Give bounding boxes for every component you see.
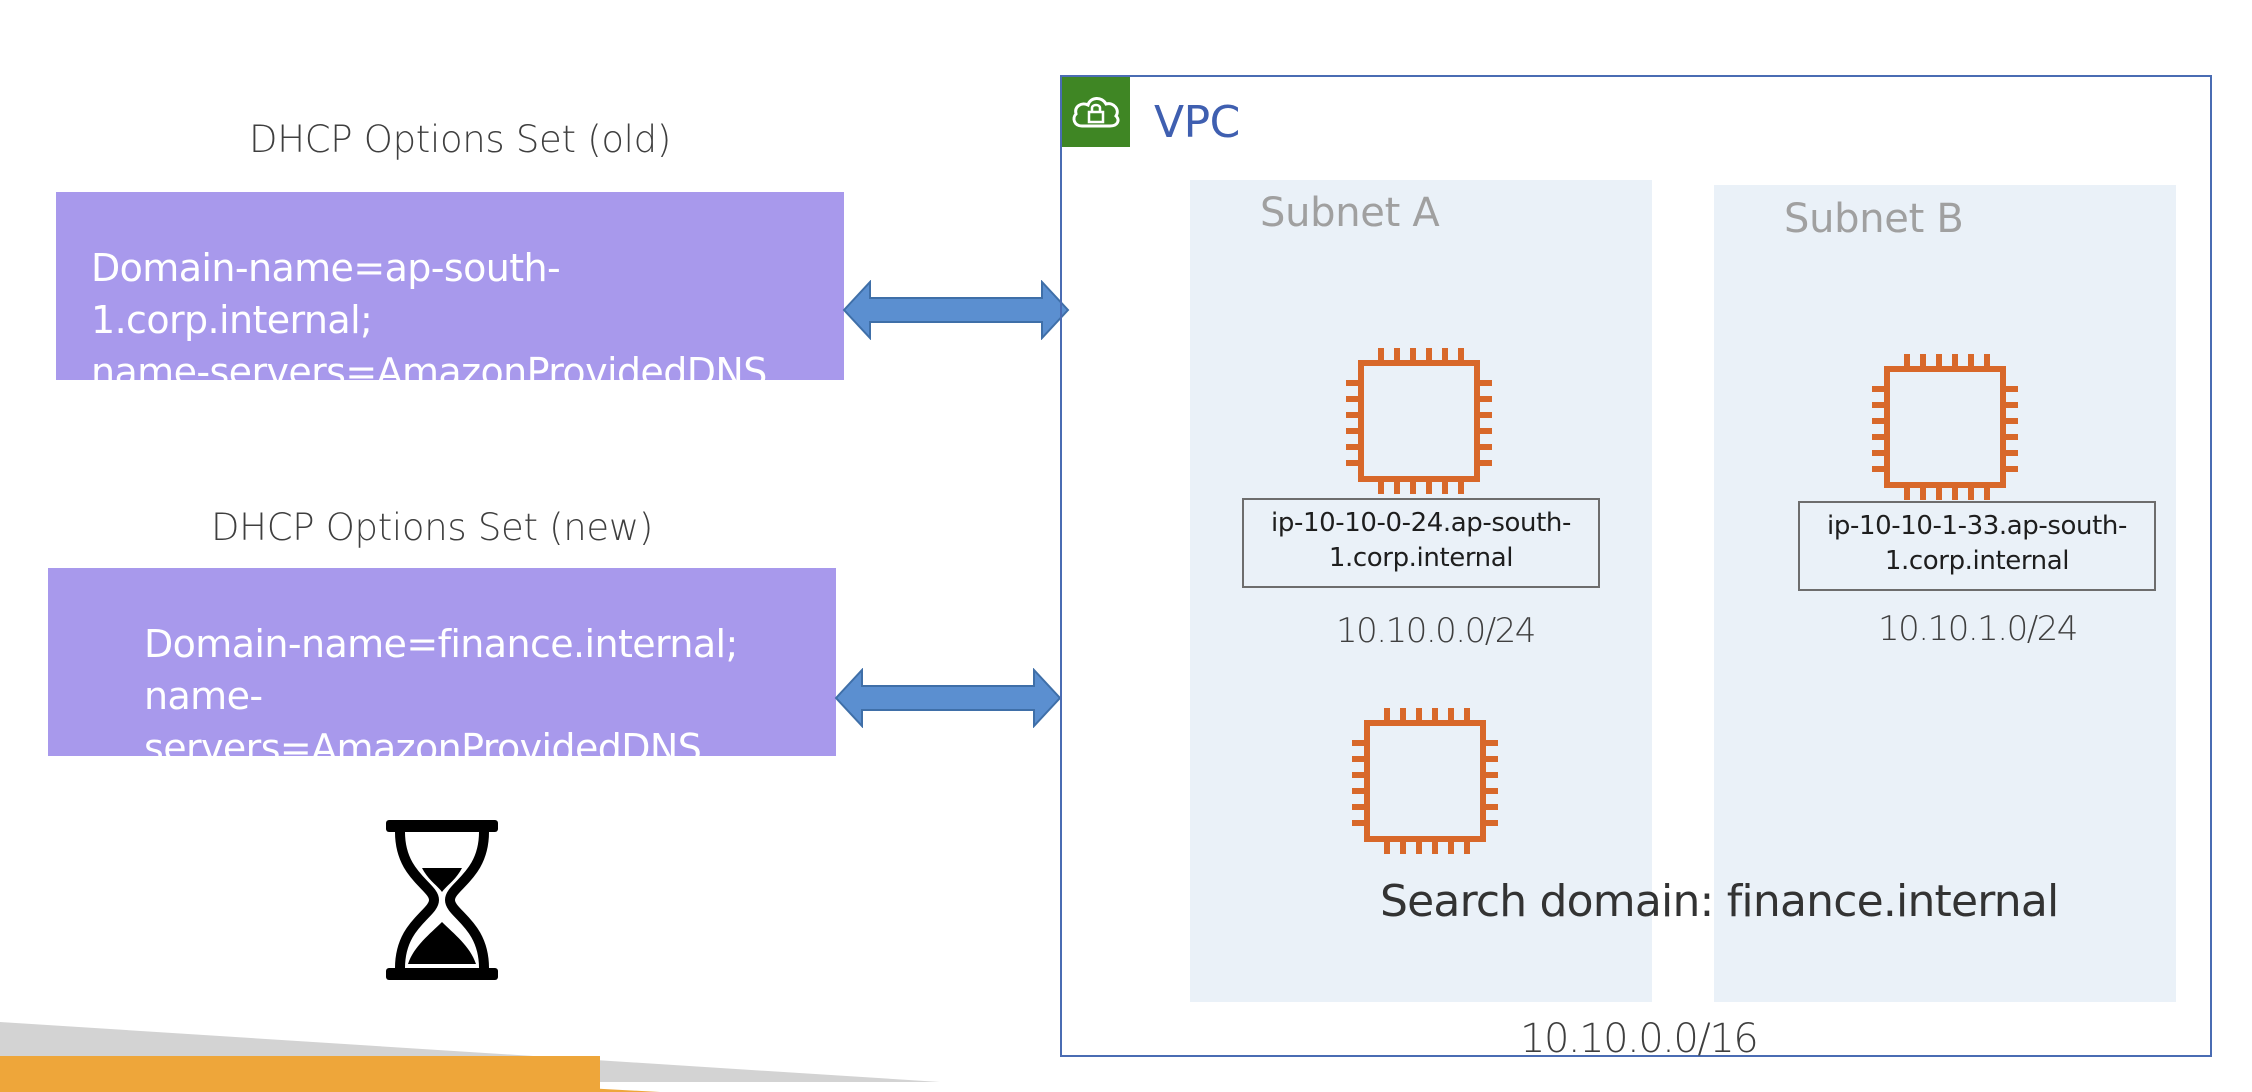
old-options-line: 1.corp.internal; xyxy=(91,298,373,342)
hourglass-icon xyxy=(386,820,498,980)
subnet-b-title: Subnet B xyxy=(1784,196,1964,242)
hostname-line: ip-10-10-0-24.ap-south- xyxy=(1271,508,1571,538)
old-options-heading: DHCP Options Set (old) xyxy=(249,118,671,161)
new-options-box: Domain-name=finance.internal; name- serv… xyxy=(48,568,836,756)
footer-stripes xyxy=(0,1022,940,1092)
subnet-b xyxy=(1714,185,2176,1002)
vpc-cidr: 10.10.0.0/16 xyxy=(1520,1016,1759,1062)
vpc-frame xyxy=(1060,75,2212,1057)
old-options-line: name-servers=AmazonProvidedDNS xyxy=(91,350,767,380)
ec2-instance-icon xyxy=(1352,708,1498,854)
vpc-title: VPC xyxy=(1154,97,1240,148)
old-options-line: Domain-name=ap-south- xyxy=(91,246,561,290)
subnet-a-hostname: ip-10-10-0-24.ap-south- 1.corp.internal xyxy=(1242,498,1600,588)
subnet-b-hostname: ip-10-10-1-33.ap-south- 1.corp.internal xyxy=(1798,501,2156,591)
new-options-heading: DHCP Options Set (new) xyxy=(210,506,653,549)
subnet-a-title: Subnet A xyxy=(1260,190,1440,236)
new-options-line: Domain-name=finance.internal; xyxy=(144,622,738,666)
subnet-b-cidr: 10.10.1.0/24 xyxy=(1878,609,2078,649)
old-association-arrow xyxy=(842,280,1070,340)
cloud-lock-icon xyxy=(1062,77,1130,147)
ec2-instance-icon xyxy=(1346,348,1492,494)
hostname-line: ip-10-10-1-33.ap-south- xyxy=(1827,511,2127,541)
new-association-arrow xyxy=(834,668,1062,728)
new-options-line: servers=AmazonProvidedDNS xyxy=(144,726,702,756)
ec2-instance-icon xyxy=(1872,354,2018,500)
hostname-line: 1.corp.internal xyxy=(1328,543,1514,573)
subnet-a-cidr: 10.10.0.0/24 xyxy=(1336,611,1536,651)
search-domain-label: Search domain: finance.internal xyxy=(1380,876,2059,927)
new-options-line: name- xyxy=(144,674,263,718)
subnet-a xyxy=(1190,180,1652,1002)
hostname-line: 1.corp.internal xyxy=(1884,546,2070,576)
old-options-box: Domain-name=ap-south- 1.corp.internal; n… xyxy=(56,192,844,380)
